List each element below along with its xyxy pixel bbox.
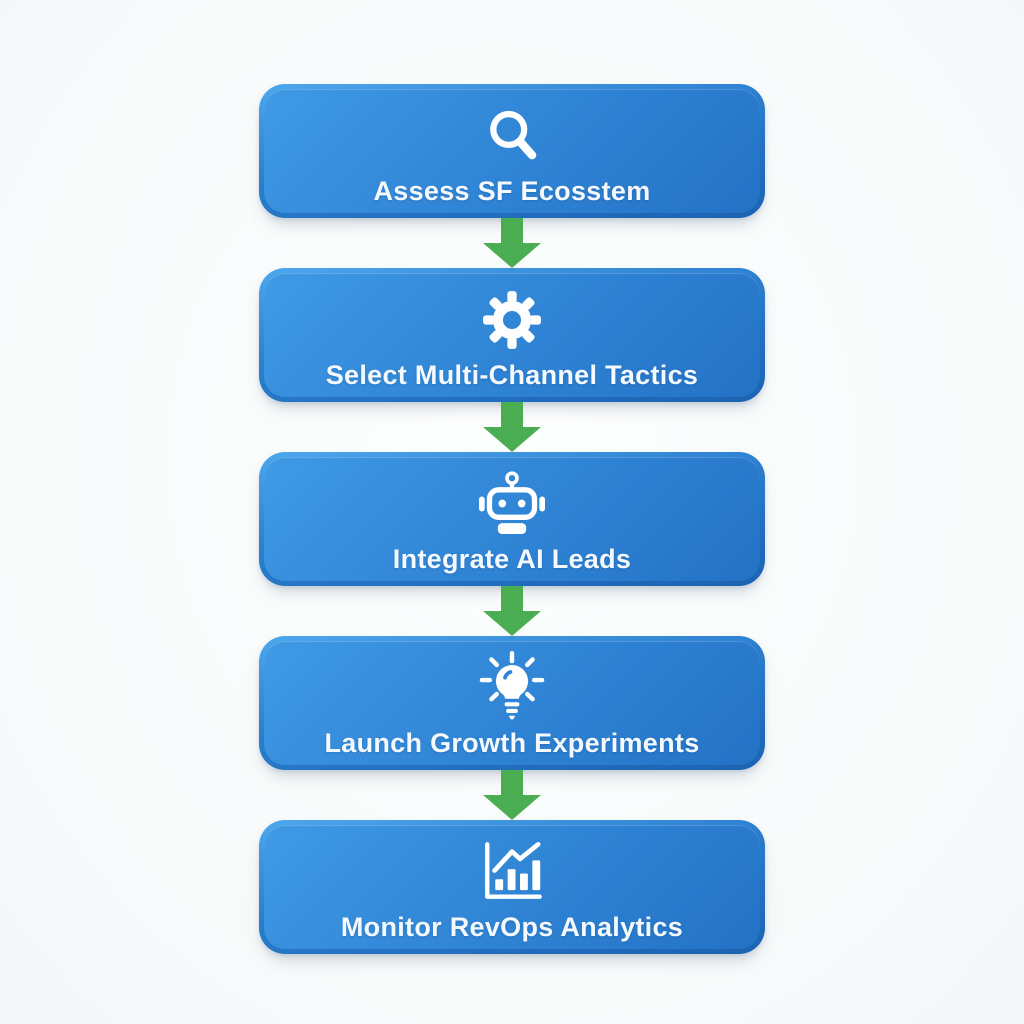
step-label: Select Multi-Channel Tactics — [325, 359, 699, 390]
down-arrow-icon — [483, 586, 541, 636]
lightbulb-icon — [474, 650, 550, 724]
flow-step-monitor-analytics: Monitor RevOps Analytics — [259, 820, 765, 954]
flow-step-assess-sf-ecosystem: Assess SF Ecosstem — [259, 84, 765, 218]
robot-icon — [472, 468, 552, 540]
gear-icon — [481, 284, 543, 356]
bar-chart-icon — [477, 836, 547, 908]
flow-step-integrate-ai-leads: Integrate AI Leads — [259, 452, 765, 586]
down-arrow-icon — [483, 770, 541, 820]
flow-step-select-tactics: Select Multi-Channel Tactics — [259, 268, 765, 402]
step-label: Assess SF Ecosstem — [373, 175, 651, 206]
down-arrow-icon — [483, 218, 541, 268]
step-label: Launch Growth Experiments — [324, 727, 700, 758]
step-label: Integrate AI Leads — [392, 543, 632, 574]
flow-step-launch-experiments: Launch Growth Experiments — [259, 636, 765, 770]
step-label: Monitor RevOps Analytics — [340, 911, 684, 942]
magnifier-icon — [484, 100, 540, 172]
down-arrow-icon — [483, 402, 541, 452]
